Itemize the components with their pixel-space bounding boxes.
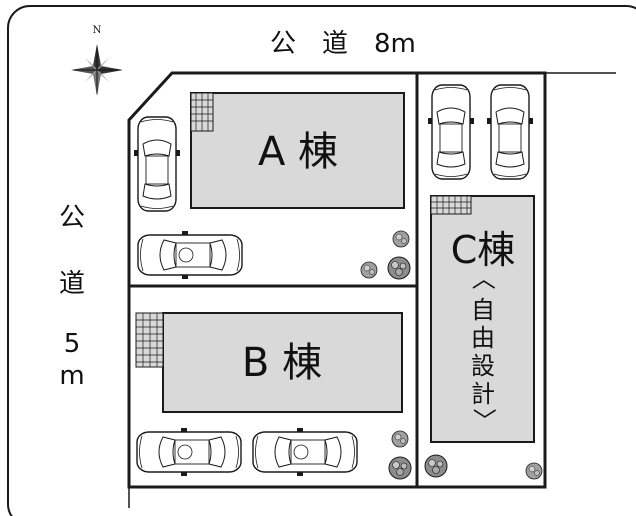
left-road-char-4: m <box>59 361 84 391</box>
car-b-left <box>136 427 242 477</box>
building-c-note-char-1: 自 <box>471 296 495 324</box>
left-road-char-1: 公 <box>59 203 85 233</box>
building-c-note-close: 〉 <box>470 408 498 432</box>
car-a-horizontal <box>137 230 243 280</box>
tree-icon <box>392 230 410 248</box>
entrance-grid-b <box>135 312 164 368</box>
car-c-left <box>427 84 475 180</box>
tree-icon <box>387 256 411 280</box>
building-c: C棟 〈 自 由 設 計 〉 <box>430 195 535 443</box>
car-a-vertical <box>133 116 181 212</box>
tree-icon <box>360 261 378 279</box>
compass-rose-icon <box>71 44 123 96</box>
left-road-char-3: 5 <box>64 329 81 359</box>
outer-frame <box>7 5 636 516</box>
compass-north-label: N <box>93 25 102 36</box>
entrance-grid-a <box>190 92 214 132</box>
car-b-right <box>252 427 358 477</box>
left-road-label: 公 道 5 m <box>59 203 85 391</box>
tree-icon <box>388 456 412 480</box>
building-b-label: B 棟 <box>242 340 322 386</box>
tree-icon <box>391 430 409 448</box>
entrance-grid-c <box>430 195 472 215</box>
building-c-label: C棟 <box>451 228 516 272</box>
building-c-note-char-3: 設 <box>471 352 495 380</box>
building-a-label: A 棟 <box>258 129 338 175</box>
top-road-label: 公 道 8m <box>270 29 416 59</box>
tree-icon <box>525 462 543 480</box>
building-b: B 棟 <box>135 312 403 413</box>
building-a: A 棟 <box>190 92 405 209</box>
building-c-note-char-4: 計 <box>471 380 495 408</box>
building-c-note-char-2: 由 <box>471 324 495 352</box>
left-road-char-2: 道 <box>59 269 85 299</box>
tree-icon <box>424 454 448 478</box>
car-c-right <box>486 84 534 180</box>
site-boundary <box>127 71 547 489</box>
building-c-note-open: 〈 <box>469 266 497 290</box>
